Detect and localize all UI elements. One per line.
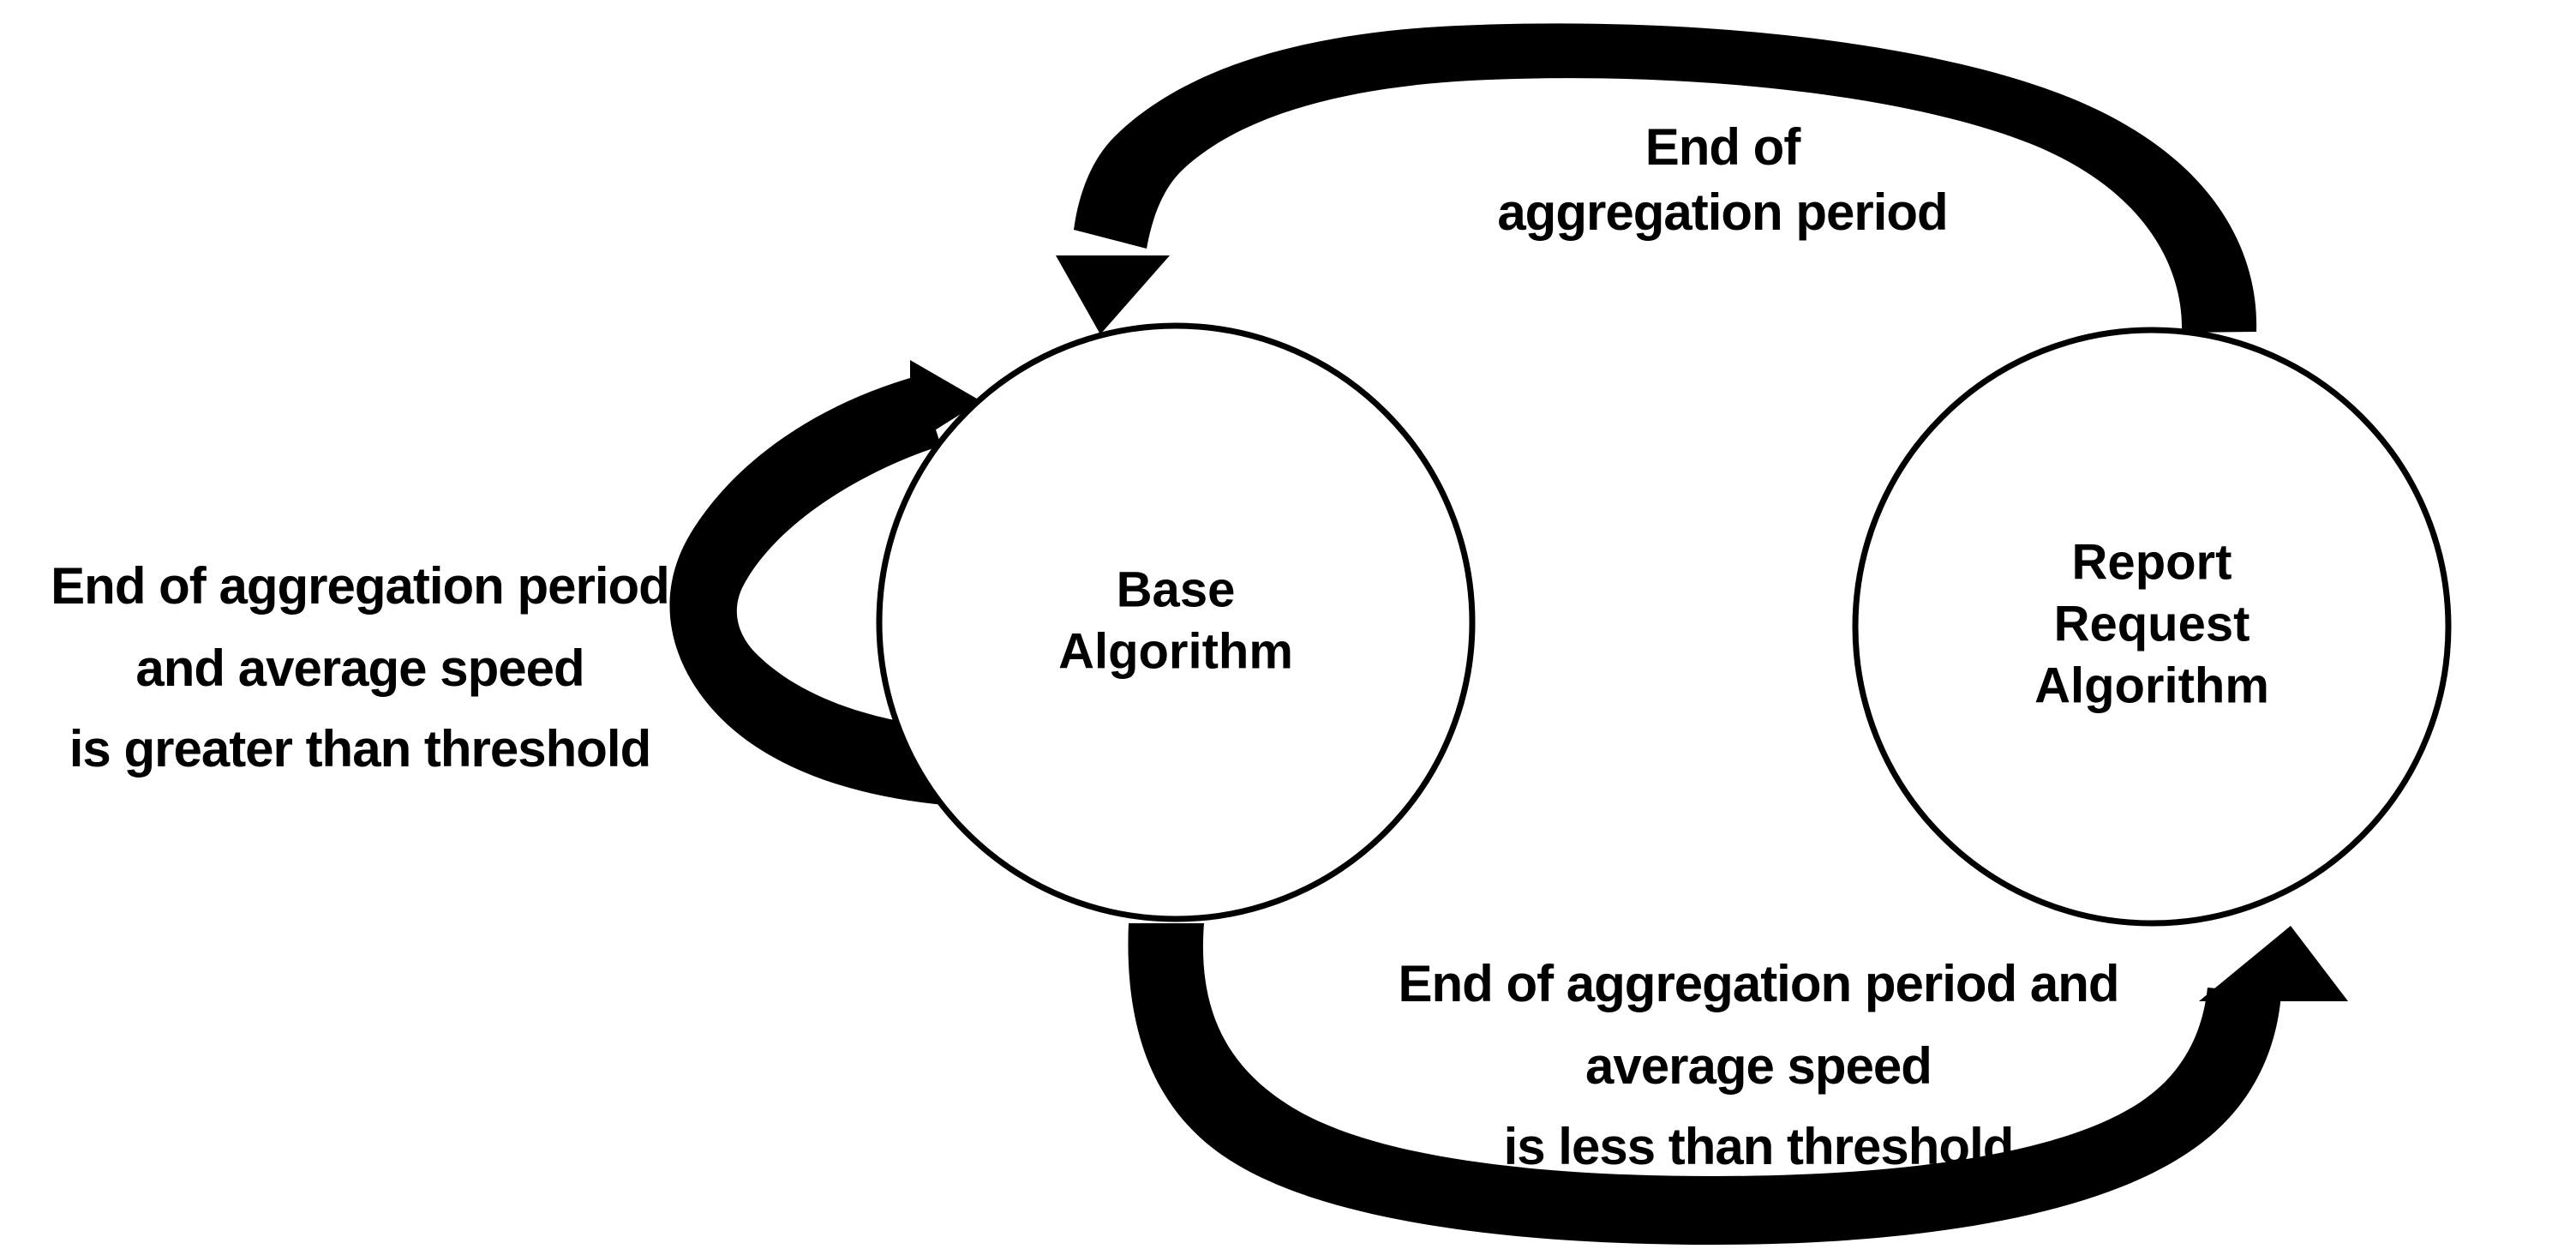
- report-request-label-line2: Request: [2054, 596, 2250, 652]
- state-node-base-algorithm[interactable]: [876, 322, 1476, 922]
- base-to-report-label-line2: average speed: [1585, 1037, 1932, 1095]
- transition-base-to-report[interactable]: [1128, 923, 2348, 1245]
- self-loop-label-line2: and average speed: [135, 640, 584, 697]
- report-to-base-arrow-body: [1074, 23, 2257, 333]
- self-loop-arrow-body: [669, 375, 977, 808]
- base-to-report-label-line3: is less than threshold: [1504, 1118, 2014, 1175]
- base-to-report-arrow-body: [1128, 923, 2281, 1245]
- report-request-label-line3: Algorithm: [2034, 658, 2269, 713]
- report-request-label-line1: Report: [2072, 534, 2232, 590]
- self-loop-label-line3: is greater than threshold: [69, 720, 650, 778]
- edge-label-report-to-base: End of aggregation period: [1497, 118, 1948, 241]
- edge-label-base-to-report: End of aggregation period and average sp…: [1399, 955, 2120, 1175]
- base-algorithm-label-line1: Base: [1117, 561, 1236, 617]
- report-to-base-arrowhead: [1056, 255, 1170, 334]
- state-node-report-request-algorithm[interactable]: [1852, 327, 2452, 927]
- base-to-report-arrowhead: [2199, 926, 2348, 1001]
- self-loop-label-line1: End of aggregation period: [51, 557, 669, 615]
- base-to-report-label-line1: End of aggregation period and: [1399, 955, 2119, 1012]
- edge-label-self-loop-base: End of aggregation period and average sp…: [51, 557, 670, 778]
- report-to-base-label-line2: aggregation period: [1497, 183, 1947, 241]
- self-loop-arrowhead: [910, 360, 981, 446]
- report-to-base-label-line1: End of: [1645, 118, 1802, 176]
- state-label-report-request-algorithm: Report Request Algorithm: [2034, 534, 2269, 713]
- transition-report-to-base[interactable]: [1056, 23, 2257, 334]
- state-label-base-algorithm: Base Algorithm: [1058, 561, 1293, 679]
- base-algorithm-label-line2: Algorithm: [1058, 623, 1293, 679]
